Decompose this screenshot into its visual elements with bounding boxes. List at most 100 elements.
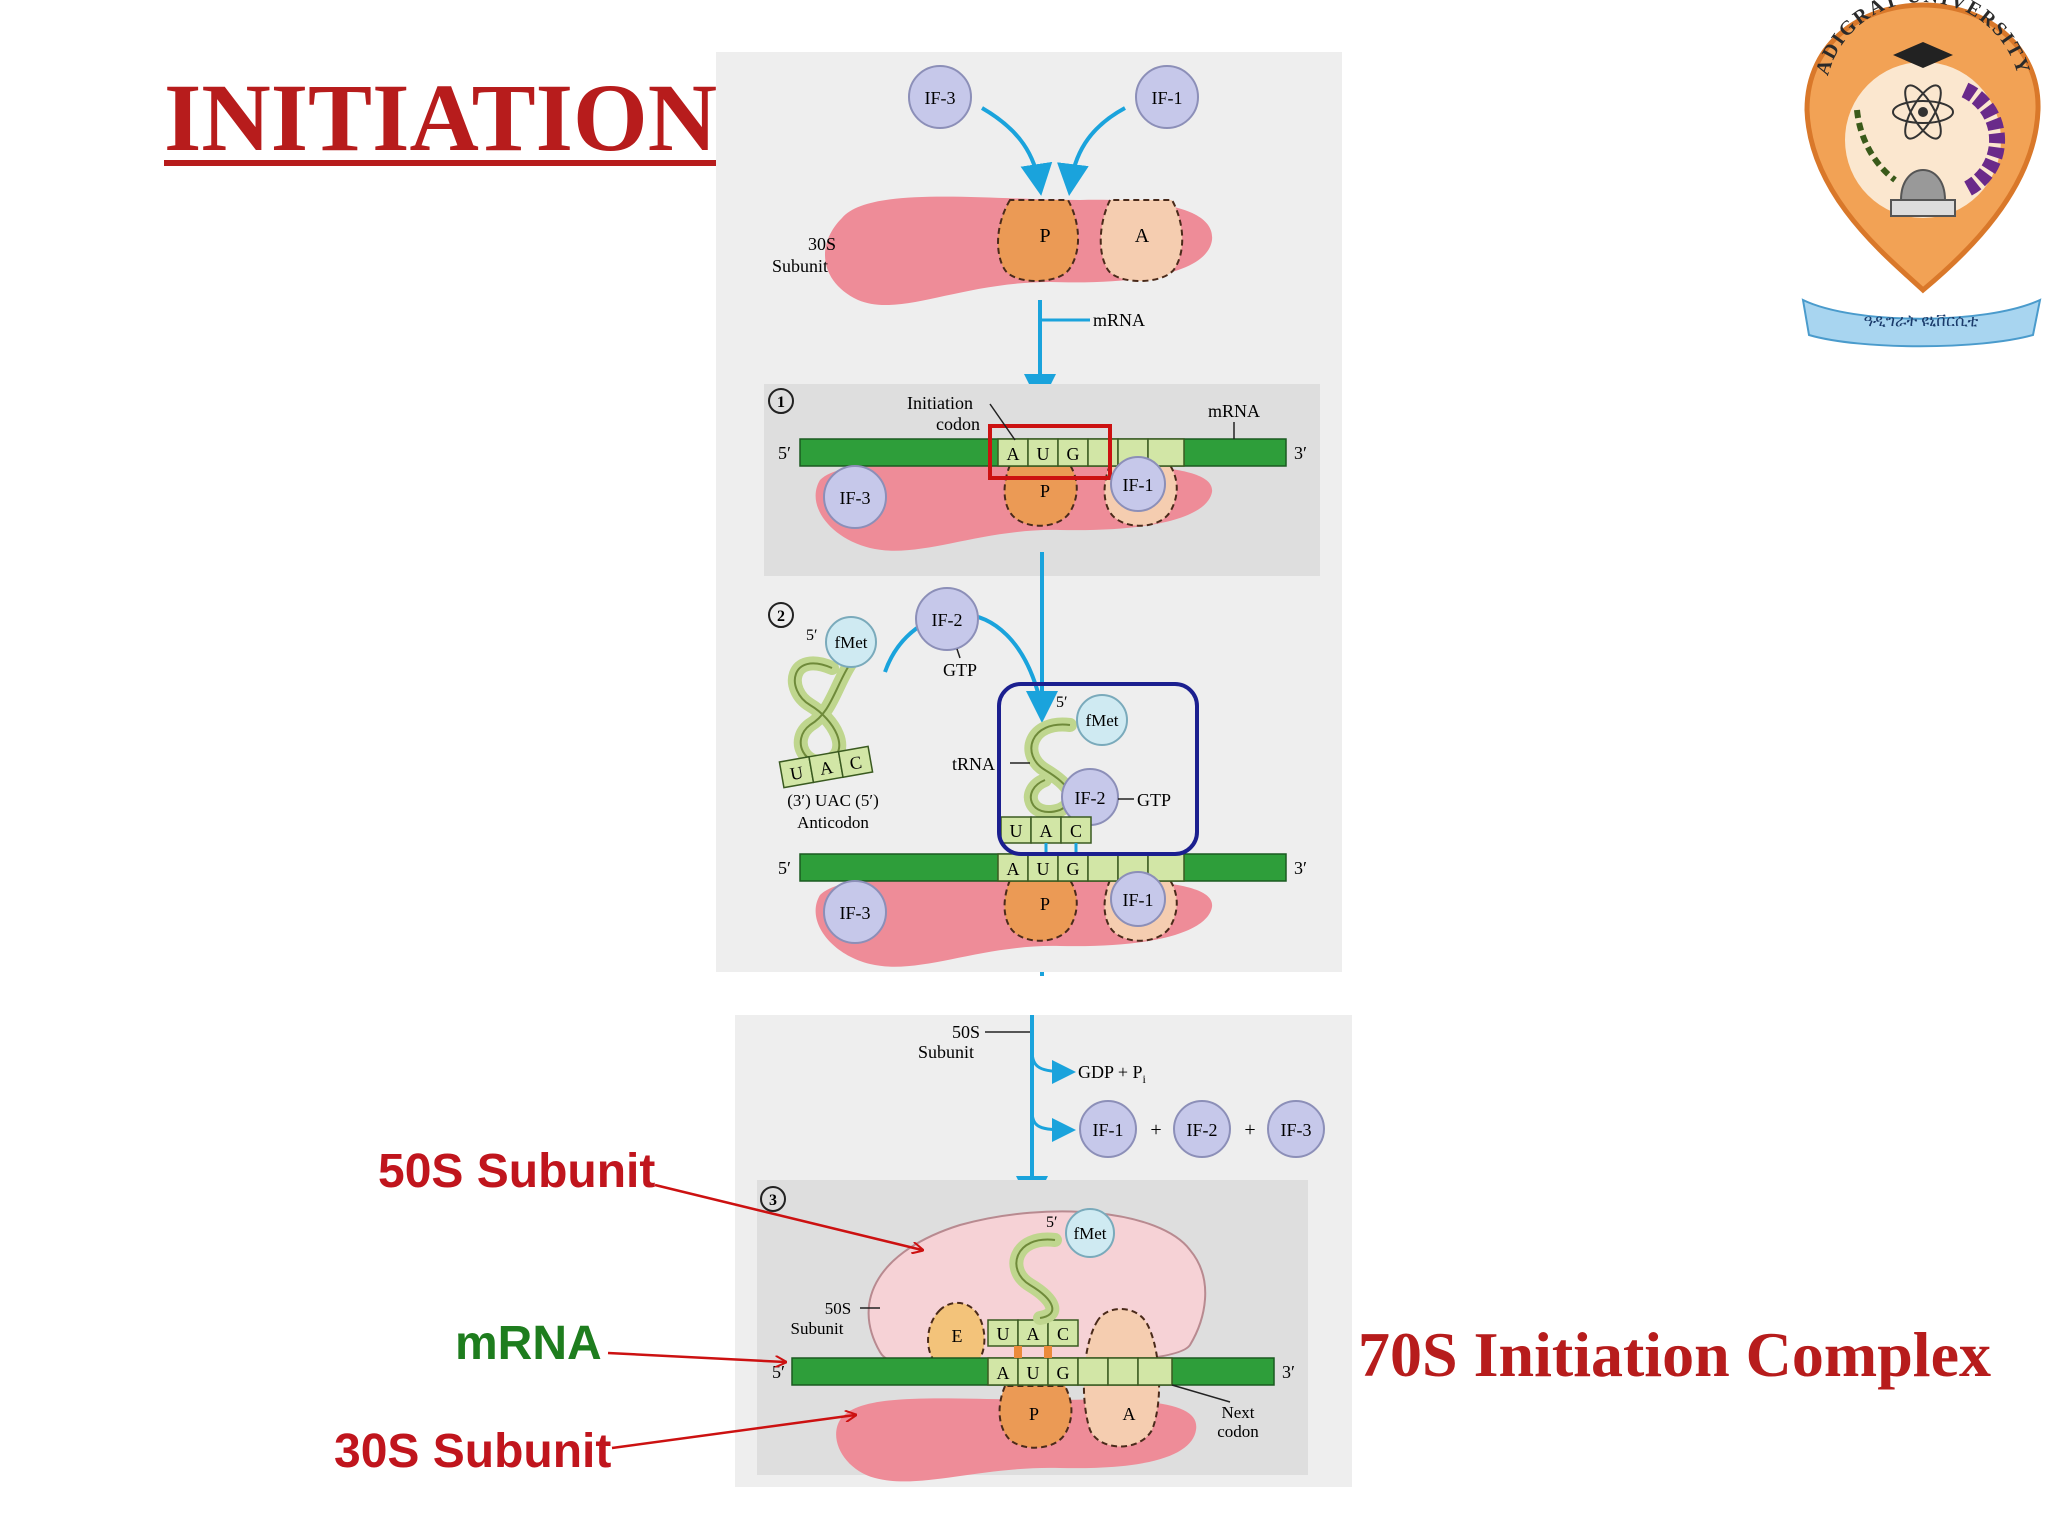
if3-circle (908, 65, 972, 129)
if1-circle-panel2 (1110, 871, 1166, 927)
svg-text:+: + (1244, 1119, 1255, 1141)
svg-text:A: A (997, 1363, 1010, 1383)
if1-label-panel1: IF-1 (1123, 475, 1154, 495)
codon-row-panel3: A U G (987, 1357, 1173, 1386)
site-p-label: P (1039, 225, 1050, 247)
graduation-cap-icon (1893, 42, 1953, 68)
panel-1: 1 P A U G 5′ 3′ Initiation codon mRNA IF… (768, 388, 1307, 551)
codon-a: A (1007, 444, 1020, 464)
five-prime-panel2: 5′ (778, 858, 791, 878)
fmet-circle-panel3 (1065, 1208, 1115, 1258)
svg-text:A: A (1027, 1324, 1040, 1344)
callout-label-mrna: mRNA (455, 1317, 602, 1370)
step-3-marker (760, 1186, 786, 1212)
if1-arrow (1057, 106, 1126, 196)
five-prime-trna-free: 5′ (806, 627, 818, 644)
factor-release-arrow (1030, 1109, 1076, 1142)
subunit-30s-top: P A 30S Subunit (772, 196, 1213, 306)
fmet-circle-free (825, 616, 877, 668)
mrna-arrow-label: mRNA (1093, 310, 1145, 330)
site-a-top (1099, 199, 1184, 282)
site-e-label: E (952, 1326, 963, 1346)
if2-label: IF-2 (932, 610, 963, 630)
fmet-circle-bound (1076, 694, 1128, 746)
svg-text:IF-2: IF-2 (1187, 1120, 1218, 1140)
svg-text:C: C (848, 752, 863, 774)
bound-anticodon: U A C (1000, 816, 1092, 854)
svg-text:U: U (788, 762, 804, 784)
gtp-bound-label: GTP (1137, 790, 1171, 810)
site-p-label-panel1: P (1040, 481, 1050, 501)
svg-text:IF-1: IF-1 (1093, 1120, 1124, 1140)
callout-arrow-30s (611, 1415, 855, 1450)
step-1-number: 1 (777, 394, 785, 411)
released-factors: IF-1 + IF-2 + IF-3 (1079, 1100, 1325, 1158)
dome-icon (1899, 169, 1947, 201)
panel-3: 3 E P A A U G U A C (760, 1186, 1295, 1482)
three-prime-panel2: 3′ (1294, 858, 1307, 878)
fmet-label-free: fMet (834, 633, 867, 652)
subunit-30s-label-2: Subunit (772, 256, 828, 276)
if3-circle-panel2 (823, 880, 887, 944)
step-3-number: 3 (769, 1192, 777, 1209)
logo-inner-disc (1845, 62, 2001, 218)
gtp-label: GTP (943, 660, 977, 680)
subunit-50s-inner-label-1: 50S (825, 1299, 851, 1318)
if1-circle-panel1 (1110, 456, 1166, 512)
complex-label: 70S Initiation Complex (1358, 1319, 1991, 1390)
subunit-30s-label-1: 30S (808, 234, 836, 254)
fmet-label-bound: fMet (1085, 711, 1118, 730)
three-prime-panel1: 3′ (1294, 443, 1307, 463)
fmet-label-panel3: fMet (1073, 1224, 1106, 1243)
callout-arrow-mrna (607, 1351, 785, 1362)
next-codon-label-2: codon (1217, 1422, 1259, 1441)
five-prime-panel3: 5′ (772, 1362, 785, 1382)
anticodon-label-2: Anticodon (797, 813, 869, 832)
mrna-label-panel1: mRNA (1208, 401, 1260, 421)
site-p-label-panel2: P (1040, 894, 1050, 914)
if2-bound-label: IF-2 (1075, 788, 1106, 808)
callout-label-30s: 30S Subunit (334, 1425, 612, 1478)
initiation-codon-highlight (988, 424, 1112, 480)
if1-label-panel2: IF-1 (1123, 890, 1154, 910)
subunit-50s-inner-label-2: Subunit (791, 1319, 844, 1338)
if3-label-panel1: IF-3 (840, 488, 871, 508)
panel-2: 2 fMet 5′ U A C (3′) UAC (5′) Anticodon … (768, 587, 1307, 967)
svg-text:IF-3: IF-3 (1281, 1120, 1312, 1140)
svg-text:+: + (1150, 1119, 1161, 1141)
callout-arrow-50s (654, 1183, 922, 1250)
svg-text:G: G (1057, 1363, 1070, 1383)
svg-text:C: C (1070, 821, 1082, 841)
if3-label: IF-3 (925, 88, 956, 108)
university-logo: ADIGRAT UNIVERSITY ዓዲግራት ዩኒቨርሲቲ (1801, 0, 2042, 348)
trna-label: tRNA (952, 754, 995, 774)
logo-ribbon (1801, 298, 2042, 348)
codon-row-panel1: A U G (997, 438, 1185, 467)
subunit-50s-top-label-1: 50S (952, 1022, 980, 1042)
svg-text:C: C (1057, 1324, 1069, 1344)
svg-text:G: G (1067, 859, 1080, 879)
svg-text:U: U (1037, 859, 1050, 879)
step-2-number: 2 (777, 608, 785, 625)
book-icon (1890, 199, 1956, 217)
next-codon-label-1: Next (1221, 1403, 1254, 1422)
if1-label: IF-1 (1152, 88, 1183, 108)
five-prime-trna-bound: 5′ (1056, 694, 1068, 711)
trna-binding-highlight (997, 682, 1199, 856)
gdp-release-arrow (1030, 1049, 1076, 1084)
svg-text:U: U (1027, 1363, 1040, 1383)
svg-text:A: A (818, 757, 834, 779)
codon-row-panel2: A U G (997, 853, 1185, 882)
three-prime-panel3: 3′ (1282, 1362, 1295, 1382)
site-p-panel2 (1003, 879, 1078, 942)
callout-label-50s: 50S Subunit (378, 1145, 656, 1198)
site-p-top (997, 199, 1080, 282)
svg-text:U: U (1010, 821, 1023, 841)
step-2-marker (768, 602, 794, 628)
if3-arrow (980, 106, 1053, 196)
site-a-label-panel3: A (1123, 1404, 1136, 1424)
laurel-icon (1854, 109, 1897, 183)
if1-circle (1135, 65, 1199, 129)
if3-circle-panel1 (823, 465, 887, 529)
